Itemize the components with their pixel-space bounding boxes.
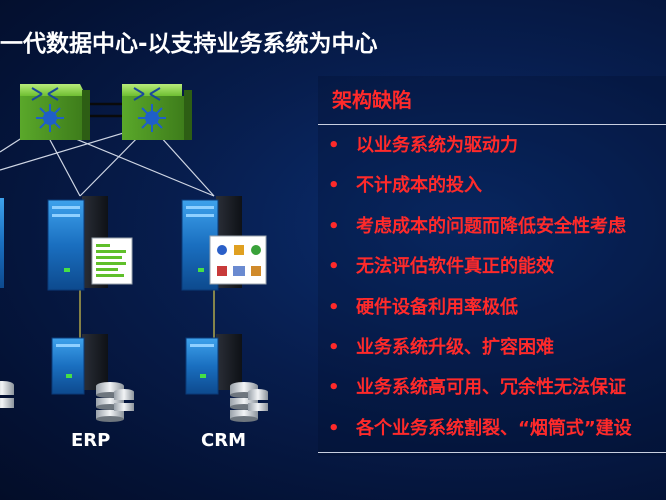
bottom-divider [318,452,666,453]
list-item: •业务系统高可用、冗余性无法保证 [322,374,632,414]
defects-heading: 架构缺陷 [332,88,412,112]
defects-panel [318,76,666,456]
defects-list: •以业务系统为驱动力 •不计成本的投入 •考虑成本的问题而降低安全性考虑 •无法… [322,132,632,455]
db-server-crm [185,334,268,422]
switch-links [84,102,122,118]
bullet-icon: • [328,417,340,439]
heading-divider [318,124,666,125]
disk-stack-crm [230,382,268,422]
bullet-icon: • [328,135,340,156]
bullet-icon: • [328,175,340,197]
core-switch-right [122,84,192,140]
list-item: •无法评估软件真正的能效 [322,253,632,293]
erp-label: ERP [71,430,111,451]
disk-stack-partial [0,381,14,408]
list-item: •以业务系统为驱动力 [322,132,632,172]
core-switch-left [20,84,90,140]
disk-stack-erp [96,382,134,422]
list-item: •业务系统升级、扩容困难 [322,334,632,374]
list-item: •考虑成本的问题而降低安全性考虑 [322,213,632,253]
crm-label: CRM [201,430,246,451]
server-partial-top [0,198,4,288]
bullet-icon: • [328,256,340,278]
app-server-crm [181,196,267,291]
list-item: •不计成本的投入 [322,172,632,212]
bullet-icon: • [328,296,340,318]
network-diagram [0,84,268,422]
list-item: •硬件设备利用率极低 [322,294,632,334]
bullet-icon: • [328,377,340,399]
app-server-erp [47,196,133,291]
db-server-erp [51,334,134,422]
list-item: •各个业务系统割裂、“烟筒式”建设 [322,415,632,455]
slide-title: 一代数据中心-以支持业务系统为中心 [0,31,378,57]
bullet-icon: • [328,215,340,237]
bullet-icon: • [328,336,340,358]
